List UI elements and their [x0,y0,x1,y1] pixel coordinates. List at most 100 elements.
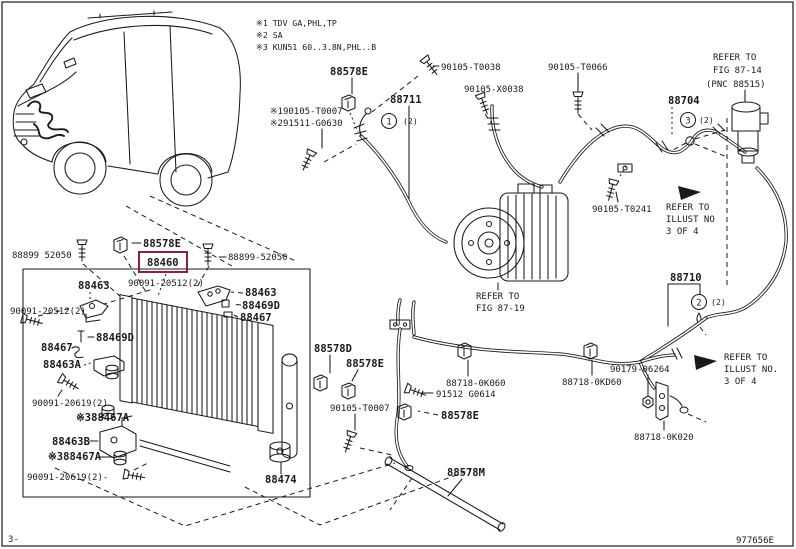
label-88578e-top[interactable]: 88578E [330,66,368,78]
bolt-icon [603,178,620,203]
bolt-icon [340,429,358,455]
ref-illust-bottom: REFER TO ILLUST NO. 3 OF 4 [724,353,778,387]
label-90105-t0007[interactable]: 90105-T0007 [330,404,390,414]
direction-arrow-icon [678,186,701,200]
label-88899-52050-left[interactable]: 88899 52050 [12,251,72,261]
label-90091-20512-right[interactable]: 90091-20512(2) [128,279,204,289]
clamp-icon [397,403,412,421]
figure-code: 977656E [736,536,774,546]
clamp-icon [341,382,356,400]
label-90091-20512-left[interactable]: 90091-20512(2) [10,307,86,317]
label-88467-left[interactable]: 88467 [41,342,73,354]
label-88467-right[interactable]: 88467 [240,312,272,324]
bolt-icon [202,243,214,266]
label-88467a-lower[interactable]: ※388467A [48,451,102,463]
assembly-guide-dashes [54,462,471,527]
label-90091-20619-upper[interactable]: 90091-20619(2) [32,399,108,409]
label-88711[interactable]: 88711 [390,94,422,106]
callout-qty-88711: (2) [403,116,418,126]
label-88718-0k060[interactable]: 88718-0K060 [446,379,506,389]
clip-icon [71,346,84,359]
bolt-icon [56,373,82,394]
label-88463-right[interactable]: 88463 [245,287,277,299]
label-88899-52050-right[interactable]: 88899-52050 [228,253,288,263]
ref-fig-87-19-line1: REFER TO [476,292,519,302]
label-91512-g0614[interactable]: 91512 G0614 [436,390,496,400]
callout-number-88710: 2 [696,299,701,309]
label-90105-t0038[interactable]: 90105-T0038 [441,63,501,73]
label-90091-20619-lower[interactable]: 90091-20619(2)- [27,473,108,483]
clamp-icon [583,342,598,360]
hose-88704-drawing [558,123,747,184]
label-91511-g0630-note[interactable]: ※291511-G0630 [270,119,343,129]
clamp-icon [341,94,356,112]
vehicle-leader-line [149,195,299,263]
label-90105-t0066[interactable]: 90105-T0066 [548,63,608,73]
ref-fig-87-14: REFER TO FIG 87-14 (PNC 88515) [706,53,766,103]
engine-bay-harness-scribble [27,100,69,133]
callout-circle-88704 [679,111,697,129]
callout-number-88704: 3 [685,117,690,127]
label-88578m[interactable]: 88578M [447,467,485,479]
bracket-88463-drawing [79,299,109,323]
vehicle-leader-line [125,205,233,267]
label-90179-06264[interactable]: 90179-06264 [610,365,670,375]
label-88463a[interactable]: 88463A [43,359,82,371]
ref-illust-bottom-line2: ILLUST NO. [724,365,778,375]
label-88460-highlighted[interactable]: 88460 [147,257,179,269]
clamp-icon [313,374,328,392]
nut-icon [642,395,654,409]
callout-circle-88710 [690,293,708,311]
label-88469d-right[interactable]: 88469D [242,300,280,312]
sheet-number: 3- [8,535,19,545]
condenser-core-drawing [119,294,274,434]
upper-mount-plate-drawing [197,285,233,318]
condenser-group-box [22,268,311,498]
label-90105-t0241[interactable]: 90105-T0241 [592,205,652,215]
callout-qty-88704: (2) [699,115,714,125]
label-88578e-condenser[interactable]: 88578E [143,238,181,250]
callout-qty-88710: (2) [711,297,726,307]
ref-illust-mid-line3: 3 OF 4 [666,227,699,237]
spec-note-3: ※3 KUN51 60..3.8N,PHL..B [256,42,376,52]
direction-arrow-icon [694,355,717,370]
label-90105-x0038[interactable]: 90105-X0038 [464,85,524,95]
condenser-lower-bracket [139,439,231,473]
label-88710[interactable]: 88710 [670,272,702,284]
label-88718-0k020[interactable]: 88718-0K020 [634,433,694,443]
callout-circle-88711 [380,112,398,130]
label-88578e-pipe[interactable]: 88578E [441,410,479,422]
ref-illust-mid-line1: REFER TO [666,203,709,213]
bolt-icon [298,148,318,173]
label-88463b[interactable]: 88463B [52,436,90,448]
dryer-cap-drawing [269,441,291,463]
label-88578e-mid[interactable]: 88578E [346,358,384,370]
expansion-valve-drawing [731,101,769,164]
ref-fig-87-14-line3: (PNC 88515) [706,80,766,90]
label-88469d-left[interactable]: 88469D [96,332,134,344]
bolt-icon [76,239,88,262]
highlighted-part-box[interactable] [138,251,188,273]
label-88718-0kd60[interactable]: 88718-0KD60 [562,378,622,388]
spec-note-2: ※2 SA [256,30,283,40]
ref-fig-87-19-line2: FIG 87-19 [476,304,525,314]
label-88474[interactable]: 88474 [265,474,297,486]
label-88578d[interactable]: 88578D [314,343,352,355]
receiver-dryer-drawing [281,353,298,459]
label-90105-t0007-note[interactable]: ※190105-T0007 [270,107,343,117]
ref-illust-mid-line2: ILLUST NO [666,215,715,225]
hose-suction-drawing [486,104,544,189]
ref-fig-87-14-line2: FIG 87-14 [713,66,762,76]
label-88704[interactable]: 88704 [668,95,700,107]
bolt-icon [122,468,147,484]
bracket-88718-0k020-drawing [655,381,689,421]
pipe-88710-drawing [412,166,788,390]
callout-number-88711: 1 [386,118,391,128]
clamp-icon [113,236,128,254]
hose-88711-drawing [353,107,448,244]
label-88463-left[interactable]: 88463 [78,280,110,292]
mount-88463a-drawing [93,355,125,380]
